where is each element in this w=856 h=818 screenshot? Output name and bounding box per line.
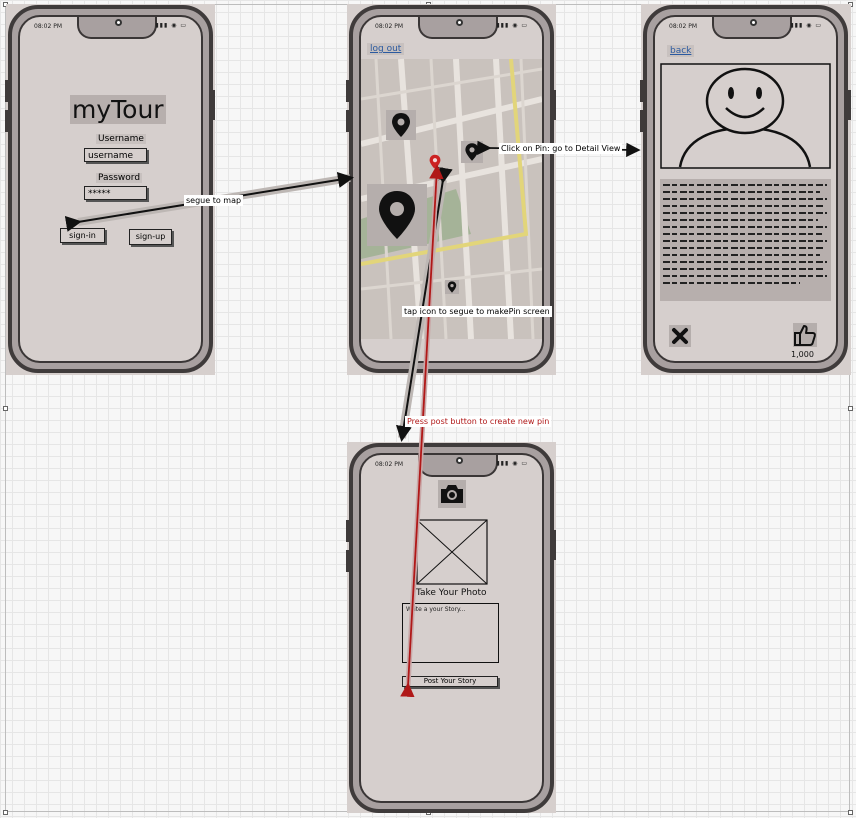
app-title: myTour — [70, 95, 166, 124]
side-button — [640, 110, 643, 132]
status-icons: ▮▮▮ ◉ ▭ — [496, 22, 528, 29]
close-x-icon — [672, 328, 688, 344]
login-screen: 08:02 PM ▮▮▮ ◉ ▭ myTour Username usernam… — [18, 15, 203, 363]
side-button — [346, 550, 349, 572]
status-time: 08:02 PM — [34, 23, 62, 30]
thumbs-up-icon — [794, 325, 816, 346]
phone-notch — [418, 455, 498, 477]
sign-in-button[interactable]: sign-in — [60, 228, 105, 243]
side-button — [346, 110, 349, 132]
map-pin-marker[interactable] — [461, 141, 483, 163]
status-time: 08:02 PM — [375, 461, 403, 468]
side-button — [5, 110, 8, 132]
story-text-block — [660, 179, 831, 301]
status-time: 08:02 PM — [669, 23, 697, 30]
like-button[interactable] — [793, 323, 817, 347]
side-button — [553, 530, 556, 560]
like-count: 1,000 — [791, 350, 814, 359]
camera-lens-icon — [456, 19, 463, 26]
post-story-button[interactable]: Post Your Story — [402, 676, 498, 687]
take-photo-button[interactable] — [438, 480, 466, 508]
selection-handle[interactable] — [3, 810, 8, 815]
map-phone: 08:02 PM ▮▮▮ ◉ ▭ log out — [349, 5, 554, 373]
username-label: Username — [96, 134, 146, 144]
map-pin-icon — [379, 191, 415, 239]
map-pin-icon — [447, 281, 457, 293]
tap-icon-label: tap icon to segue to makePin screen — [402, 306, 552, 317]
selection-handle[interactable] — [3, 406, 8, 411]
side-button — [848, 90, 851, 120]
login-phone: 08:02 PM ▮▮▮ ◉ ▭ myTour Username usernam… — [8, 5, 213, 373]
click-pin-label: Click on Pin: go to Detail View — [499, 143, 623, 154]
detail-phone: 08:02 PM ▮▮▮ ◉ ▭ back — [643, 5, 848, 373]
camera-lens-icon — [750, 19, 757, 26]
map-pin-icon — [465, 143, 479, 161]
camera-lens-icon — [115, 19, 122, 26]
take-photo-label: Take Your Photo — [416, 588, 487, 598]
side-button — [346, 520, 349, 542]
camera-lens-icon — [456, 457, 463, 464]
side-button — [212, 90, 215, 120]
password-label: Password — [96, 173, 143, 183]
press-post-label: Press post button to create new pin — [405, 416, 552, 427]
map-pin-marker-large[interactable] — [367, 184, 427, 246]
selection-handle[interactable] — [848, 810, 853, 815]
map-pin-marker[interactable] — [386, 110, 416, 140]
detail-photo-smiley-image — [660, 63, 831, 169]
status-icons: ▮▮▮ ◉ ▭ — [790, 22, 822, 29]
phone-notch — [77, 17, 157, 39]
segue-to-map-label: segue to map — [184, 195, 244, 206]
phone-notch — [418, 17, 498, 39]
status-icons: ▮▮▮ ◉ ▭ — [496, 460, 528, 467]
selection-handle[interactable] — [848, 406, 853, 411]
side-button — [5, 80, 8, 102]
detail-screen: 08:02 PM ▮▮▮ ◉ ▭ back — [653, 15, 838, 363]
status-icons: ▮▮▮ ◉ ▭ — [155, 22, 187, 29]
phone-notch — [712, 17, 792, 39]
walking-person-icon[interactable] — [435, 167, 449, 189]
map-pin-icon — [392, 113, 410, 137]
logout-link[interactable]: log out — [367, 43, 405, 55]
sign-up-button[interactable]: sign-up — [129, 229, 172, 245]
password-field[interactable]: ***** — [84, 186, 147, 200]
makepin-screen: 08:02 PM ▮▮▮ ◉ ▭ Take Your Photo Write a… — [359, 453, 544, 803]
username-field[interactable]: username — [84, 148, 147, 162]
dismiss-button[interactable] — [669, 325, 691, 347]
back-link[interactable]: back — [667, 45, 695, 57]
camera-icon — [441, 485, 463, 503]
map-pin-marker-small[interactable] — [445, 280, 459, 294]
photo-placeholder-image — [416, 519, 488, 585]
side-button — [346, 80, 349, 102]
side-button — [553, 90, 556, 120]
status-time: 08:02 PM — [375, 23, 403, 30]
makepin-phone: 08:02 PM ▮▮▮ ◉ ▭ Take Your Photo Write a… — [349, 443, 554, 813]
story-textarea[interactable]: Write a your Story... — [402, 603, 499, 663]
side-button — [640, 80, 643, 102]
